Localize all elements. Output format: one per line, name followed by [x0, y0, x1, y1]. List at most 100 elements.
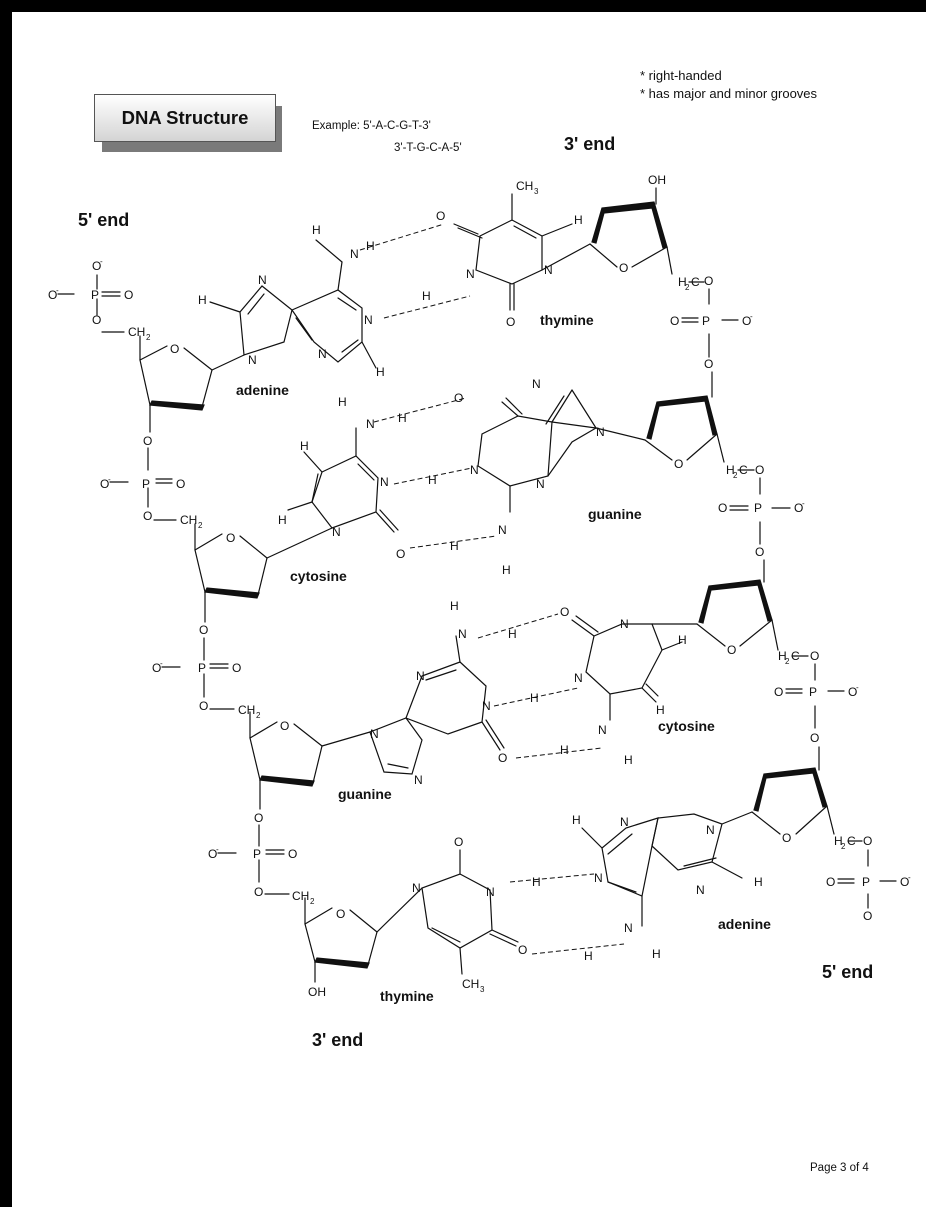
svg-text:H: H — [422, 289, 431, 303]
svg-text:2: 2 — [198, 521, 203, 530]
base-label-guanine-1: guanine — [338, 786, 392, 802]
note-grooves: * has major and minor grooves — [640, 86, 818, 101]
svg-text:O: O — [782, 831, 791, 845]
left-phosphate-4 — [217, 824, 290, 895]
thymine-1-rings — [453, 193, 573, 311]
label-5-end-bottom: 5' end — [822, 962, 874, 982]
base-label-thymine-1: thymine — [380, 988, 434, 1004]
page-number: Page 3 of 4 — [810, 1162, 869, 1174]
example-strand-1: 5'-A-C-G-T-3' — [363, 120, 431, 132]
svg-text:O: O — [704, 357, 713, 371]
svg-text:H: H — [198, 293, 207, 307]
svg-text:O: O — [619, 261, 628, 275]
svg-text:O: O — [848, 685, 857, 699]
svg-text:-: - — [56, 286, 59, 295]
thymine-2-rings — [421, 849, 519, 975]
svg-text:OH: OH — [648, 173, 666, 187]
svg-text:O: O — [674, 457, 683, 471]
svg-text:CH: CH — [462, 977, 479, 991]
right-sugar-1 — [541, 187, 710, 305]
svg-text:CH: CH — [292, 889, 309, 903]
svg-text:O: O — [232, 661, 241, 675]
svg-text:H: H — [428, 473, 437, 487]
svg-text:-: - — [100, 257, 103, 266]
svg-text:N: N — [706, 823, 715, 837]
example-line-1: Example: 5'-A-C-G-T-3' — [312, 120, 431, 132]
right-phosphate-3 — [785, 688, 845, 729]
svg-text:N: N — [364, 313, 373, 327]
svg-text:P: P — [754, 501, 762, 515]
svg-text:O: O — [506, 315, 515, 329]
svg-text:P: P — [198, 661, 206, 675]
svg-text:N: N — [696, 883, 705, 897]
label-3-end-bottom: 3' end — [312, 1030, 364, 1050]
svg-text:O: O — [226, 531, 235, 545]
base-label-adenine-1: adenine — [236, 382, 289, 398]
svg-text:O: O — [863, 909, 872, 923]
svg-text:O: O — [280, 719, 289, 733]
svg-text:O: O — [176, 477, 185, 491]
svg-text:H: H — [574, 213, 583, 227]
svg-text:CH: CH — [128, 325, 145, 339]
example-strand-2: 3'-T-G-C-A-5' — [394, 142, 462, 154]
svg-text:C: C — [847, 834, 856, 848]
svg-text:O: O — [774, 685, 783, 699]
svg-text:O: O — [124, 288, 133, 302]
svg-text:O: O — [92, 259, 101, 273]
base-label-thymine-2: thymine — [540, 312, 594, 328]
svg-text:H: H — [834, 834, 843, 848]
left-sugar-1 — [139, 335, 245, 433]
svg-text:O: O — [143, 509, 152, 523]
svg-text:O: O — [436, 209, 445, 223]
svg-text:O: O — [742, 314, 751, 328]
base-label-cytosine-1: cytosine — [290, 568, 347, 584]
svg-text:2: 2 — [841, 842, 846, 851]
svg-text:N: N — [412, 881, 421, 895]
svg-text:N: N — [594, 871, 603, 885]
right-sugar-3 — [651, 559, 816, 681]
svg-text:N: N — [350, 247, 359, 261]
svg-text:N: N — [332, 525, 341, 539]
svg-text:O: O — [718, 501, 727, 515]
svg-text:2: 2 — [310, 897, 315, 906]
svg-text:H: H — [366, 239, 375, 253]
svg-text:H: H — [624, 753, 633, 767]
right-phosphate-2 — [729, 505, 791, 545]
svg-text:-: - — [856, 683, 859, 692]
svg-text:O: O — [199, 699, 208, 713]
svg-text:N: N — [466, 267, 475, 281]
label-3-end-top: 3' end — [564, 134, 616, 154]
svg-text:2: 2 — [733, 471, 738, 480]
svg-text:O: O — [336, 907, 345, 921]
svg-text:CH: CH — [516, 179, 533, 193]
svg-text:O: O — [92, 313, 101, 327]
title-box: DNA Structure — [94, 94, 276, 142]
svg-text:2: 2 — [256, 711, 261, 720]
svg-text:H: H — [560, 743, 569, 757]
cytosine-1-rings — [287, 427, 399, 533]
left-sugar-2 — [194, 523, 333, 623]
right-sugar-2 — [595, 371, 761, 495]
svg-text:2: 2 — [785, 657, 790, 666]
adenine-2-rings — [581, 813, 743, 927]
guanine-1-rings — [477, 389, 598, 513]
svg-text:H: H — [376, 365, 385, 379]
svg-text:H: H — [300, 439, 309, 453]
svg-text:O: O — [810, 649, 819, 663]
svg-text:H: H — [678, 633, 687, 647]
svg-text:O: O — [810, 731, 819, 745]
right-sugar-4 — [721, 746, 869, 867]
svg-text:3: 3 — [534, 187, 539, 196]
svg-text:H: H — [508, 627, 517, 641]
svg-text:N: N — [470, 463, 479, 477]
svg-text:H: H — [530, 691, 539, 705]
svg-text:N: N — [380, 475, 389, 489]
svg-text:O: O — [794, 501, 803, 515]
svg-text:N: N — [574, 671, 583, 685]
svg-text:N: N — [596, 425, 605, 439]
svg-text:O: O — [755, 463, 764, 477]
svg-text:O: O — [143, 434, 152, 448]
svg-text:-: - — [750, 312, 753, 321]
svg-text:P: P — [91, 288, 99, 302]
svg-text:O: O — [254, 811, 263, 825]
